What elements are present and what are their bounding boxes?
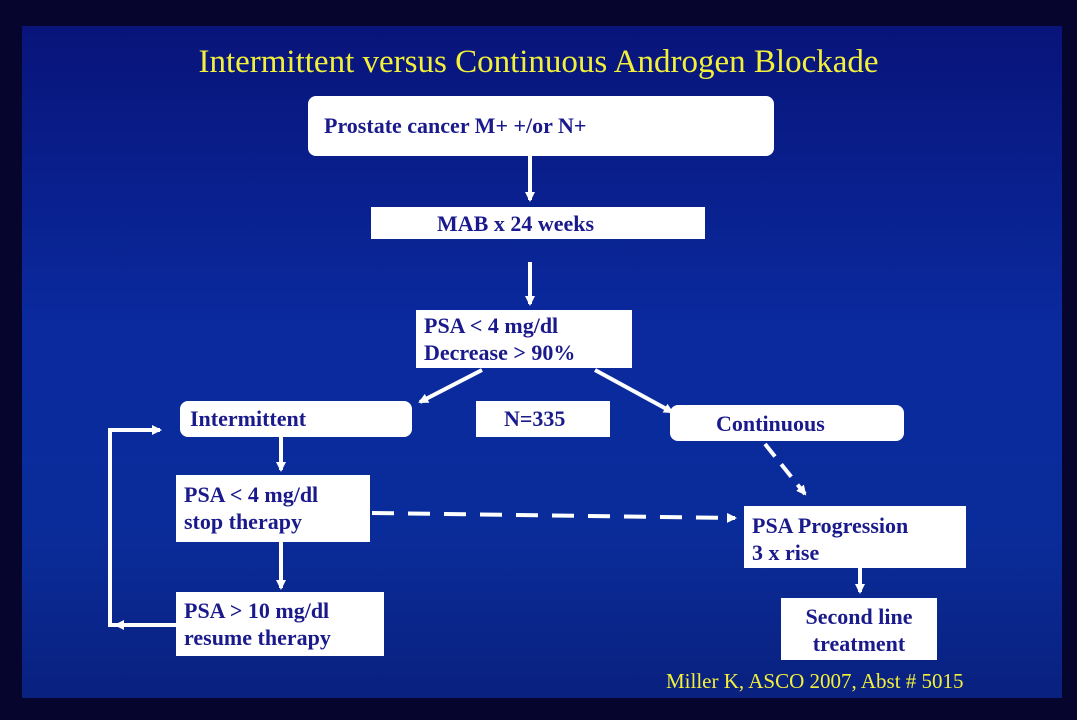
node-psa-resume-line2: resume therapy	[184, 625, 331, 650]
node-psa-response-line1: PSA < 4 mg/dl	[424, 313, 559, 338]
node-second-line-line2: treatment	[812, 631, 906, 656]
arrow-stop-to-progression	[371, 511, 737, 523]
node-psa-progression: PSA Progression 3 x rise	[744, 506, 966, 568]
node-prostate-cancer: Prostate cancer M+ +/or N+	[308, 96, 774, 156]
node-n-count-label: N=335	[504, 406, 566, 431]
citation: Miller K, ASCO 2007, Abst # 5015	[666, 669, 964, 693]
node-continuous: Continuous	[670, 405, 904, 441]
arrow-psa-to-intermittent	[418, 368, 483, 404]
node-prostate-cancer-label: Prostate cancer M+ +/or N+	[324, 113, 587, 138]
node-psa-progression-line1: PSA Progression	[752, 513, 909, 538]
node-continuous-label: Continuous	[716, 411, 825, 436]
node-second-line: Second line treatment	[781, 598, 937, 660]
node-psa-response-line2: Decrease > 90%	[424, 340, 576, 365]
node-intermittent: Intermittent	[180, 401, 412, 437]
node-psa-resume-line1: PSA > 10 mg/dl	[184, 598, 330, 623]
node-mab: MAB x 24 weeks	[371, 207, 705, 239]
node-mab-label: MAB x 24 weeks	[437, 211, 595, 236]
node-psa-progression-line2: 3 x rise	[752, 540, 820, 565]
node-n-count: N=335	[476, 401, 610, 437]
arrow-psa-to-continuous	[594, 368, 674, 414]
arrow-loop-back	[108, 425, 176, 627]
node-psa-resume: PSA > 10 mg/dl resume therapy	[176, 592, 384, 656]
slide-title: Intermittent versus Continuous Androgen …	[198, 44, 879, 80]
arrow-continuous-to-progression	[763, 442, 807, 496]
node-psa-stop-line1: PSA < 4 mg/dl	[184, 482, 319, 507]
node-psa-response: PSA < 4 mg/dl Decrease > 90%	[416, 310, 632, 368]
node-intermittent-label: Intermittent	[190, 406, 307, 431]
node-psa-stop-line2: stop therapy	[184, 509, 302, 534]
node-psa-stop: PSA < 4 mg/dl stop therapy	[176, 475, 370, 542]
node-second-line-line1: Second line	[805, 604, 913, 629]
